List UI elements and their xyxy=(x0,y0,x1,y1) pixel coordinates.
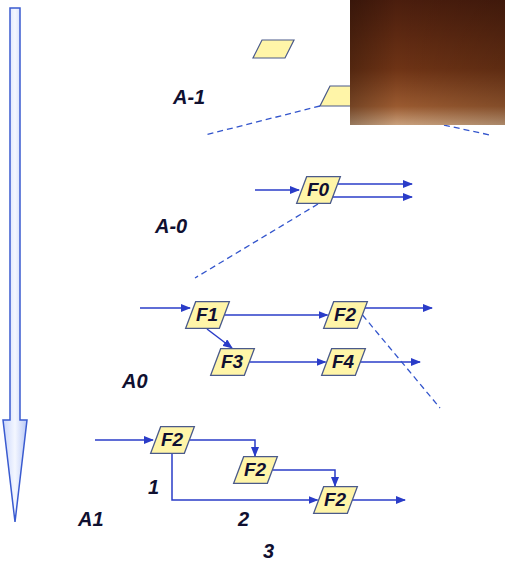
parallelogram-outline xyxy=(90,278,475,398)
decomposition-line xyxy=(195,204,318,278)
photo-fragment xyxy=(350,0,505,125)
input-arrow xyxy=(255,189,299,191)
flow-arrow xyxy=(207,329,232,348)
level-plane: A1F21F22F23 xyxy=(50,408,440,536)
diagram-label: A-1 xyxy=(173,86,205,108)
function-label: F3 xyxy=(221,351,243,373)
function-label: F2 xyxy=(324,489,346,511)
callout-number: 3 xyxy=(263,540,274,562)
function-box: F21 xyxy=(150,426,195,454)
function-box: F4 xyxy=(321,348,366,376)
function-label: F2 xyxy=(161,429,183,451)
flow-arrow xyxy=(172,454,318,500)
input-arrow xyxy=(140,307,190,309)
parallelogram-shape xyxy=(323,302,367,329)
io-arrows xyxy=(95,184,432,500)
function-label: F0 xyxy=(307,179,329,201)
parallelogram-shape xyxy=(296,177,340,204)
parallelogram-shape xyxy=(313,487,357,514)
level-arrow xyxy=(3,8,27,522)
level-plane: A-1 xyxy=(95,8,490,125)
context-box xyxy=(253,40,294,58)
decomposition-line xyxy=(363,315,441,408)
function-box: F3 xyxy=(210,348,255,376)
parallelogram-shape xyxy=(126,136,490,245)
parallelogram-shape xyxy=(51,409,440,536)
function-box: F0 xyxy=(296,176,341,204)
photo-shade xyxy=(350,0,505,125)
function-label: F2 xyxy=(244,459,266,481)
callout-number: 2 xyxy=(238,508,249,530)
function-box: F22 xyxy=(233,456,278,484)
flow-arrow xyxy=(250,361,326,363)
function-box: F1 xyxy=(185,301,230,329)
diagram-label: A0 xyxy=(122,370,148,392)
parallelogram-shape xyxy=(185,302,229,329)
flow-arrow xyxy=(225,314,328,316)
callout-number: 1 xyxy=(148,476,159,498)
flow-arrow xyxy=(190,440,256,456)
parallelogram-outline xyxy=(95,8,490,125)
decomposition-line xyxy=(205,106,320,135)
input-arrow xyxy=(95,439,153,441)
flow-arrow xyxy=(273,470,336,486)
function-label: F1 xyxy=(196,304,218,326)
function-box: F23 xyxy=(313,486,358,514)
parallelogram-shape xyxy=(150,427,194,454)
diagram-label: A1 xyxy=(78,508,104,530)
function-box: F2 xyxy=(323,301,368,329)
level-plane: A0 F1 F2F3 F4 xyxy=(90,278,475,398)
parallelogram-shape xyxy=(91,279,475,398)
parallelogram-shape xyxy=(321,349,365,376)
function-label: F2 xyxy=(334,304,356,326)
parallelogram-shape xyxy=(96,9,490,125)
parallelogram-shape xyxy=(210,349,254,376)
diagram-label: A-0 xyxy=(155,215,187,237)
parallelogram-shape xyxy=(233,457,277,484)
level-plane: A-0 F0 xyxy=(125,135,490,245)
function-label: F4 xyxy=(332,351,354,373)
